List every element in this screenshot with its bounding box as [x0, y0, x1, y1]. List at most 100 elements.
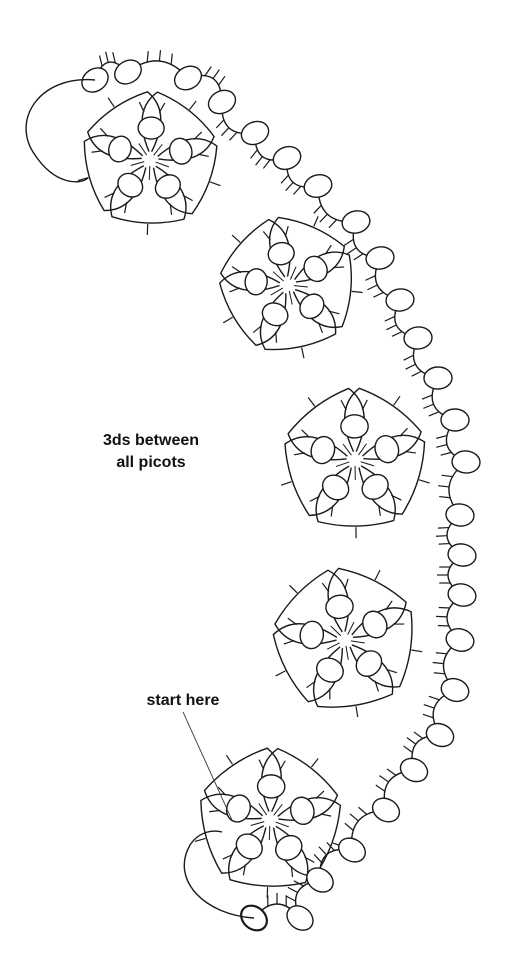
picot	[436, 445, 447, 448]
picot	[414, 732, 423, 739]
picot	[347, 248, 356, 254]
picot	[219, 76, 225, 85]
picot	[404, 355, 414, 360]
picot	[424, 705, 434, 708]
center-spoke	[289, 291, 292, 305]
picot	[226, 755, 232, 764]
chain-ring	[423, 720, 457, 751]
chain-ring	[397, 754, 432, 786]
picot	[223, 317, 233, 323]
picot	[209, 810, 220, 811]
picot	[438, 486, 449, 487]
picot	[251, 150, 258, 159]
picot	[276, 332, 277, 343]
picot	[387, 769, 396, 775]
small-ring	[266, 240, 296, 267]
chain-ring	[110, 55, 145, 88]
picot	[439, 544, 450, 545]
picot	[436, 653, 447, 654]
picot	[230, 132, 238, 140]
picot	[314, 854, 322, 862]
picot	[280, 761, 285, 771]
picot	[362, 400, 367, 410]
picot	[429, 412, 439, 416]
picot	[344, 239, 353, 245]
chain-ring	[441, 409, 469, 431]
picot	[358, 807, 366, 814]
chain-ring	[364, 245, 396, 272]
small-ring	[138, 117, 165, 140]
picot	[404, 746, 413, 753]
small-ring	[223, 792, 254, 826]
picot	[293, 186, 300, 194]
center-spoke	[149, 166, 150, 180]
small-ring	[357, 469, 393, 504]
small-ring	[351, 646, 387, 682]
picot	[433, 663, 444, 664]
picot	[100, 55, 103, 66]
picot	[302, 348, 304, 359]
picot	[232, 235, 240, 242]
small-ring	[259, 299, 292, 330]
picot	[412, 371, 422, 376]
picot	[314, 205, 322, 213]
picot	[441, 452, 452, 455]
chain-ring	[445, 502, 475, 527]
picot	[320, 814, 331, 816]
chain-ring	[446, 581, 478, 609]
picot	[350, 814, 358, 821]
center-spoke	[346, 646, 348, 660]
picot	[345, 579, 348, 590]
picot	[423, 404, 433, 408]
picot	[284, 640, 294, 644]
picot	[406, 364, 416, 369]
chain-ring	[334, 833, 369, 866]
picot	[373, 292, 383, 297]
picot	[281, 175, 288, 183]
chain-ring	[438, 675, 472, 705]
small-ring	[167, 136, 195, 167]
center-spoke	[251, 822, 264, 826]
picot	[213, 70, 219, 79]
picot	[333, 267, 344, 268]
picot	[419, 480, 430, 483]
picot	[288, 887, 298, 892]
picot	[429, 696, 439, 699]
picot	[411, 650, 422, 652]
small-ring	[151, 170, 185, 203]
chain-ring	[424, 367, 453, 390]
picot	[320, 214, 328, 222]
picot	[341, 400, 346, 410]
picot	[314, 216, 318, 226]
picot	[232, 267, 241, 273]
picot	[439, 497, 450, 498]
chain-ring	[368, 794, 403, 827]
chain-ring	[451, 450, 480, 474]
picot	[365, 276, 375, 281]
center-spoke	[294, 286, 308, 287]
chain-ring	[205, 86, 240, 118]
flower-motif	[273, 568, 422, 717]
picot	[221, 128, 229, 136]
picot	[171, 54, 172, 65]
picot	[159, 103, 164, 113]
small-ring	[271, 831, 307, 865]
picot	[276, 671, 286, 676]
center-spoke	[351, 641, 365, 643]
picot	[195, 838, 206, 841]
picot	[356, 706, 358, 717]
chain-ring	[385, 287, 416, 313]
picot	[405, 451, 416, 453]
picot	[436, 436, 447, 439]
center-spoke	[276, 822, 289, 827]
picot	[423, 714, 433, 717]
stitch-note-line-1: 3ds between	[76, 430, 226, 451]
picot	[289, 585, 297, 593]
picot	[375, 570, 380, 580]
chain-ring	[403, 326, 433, 350]
start-pointer-line	[183, 712, 232, 820]
picot	[216, 120, 224, 128]
center-spoke	[361, 462, 374, 466]
stitch-note-line-2: all picots	[76, 452, 226, 473]
